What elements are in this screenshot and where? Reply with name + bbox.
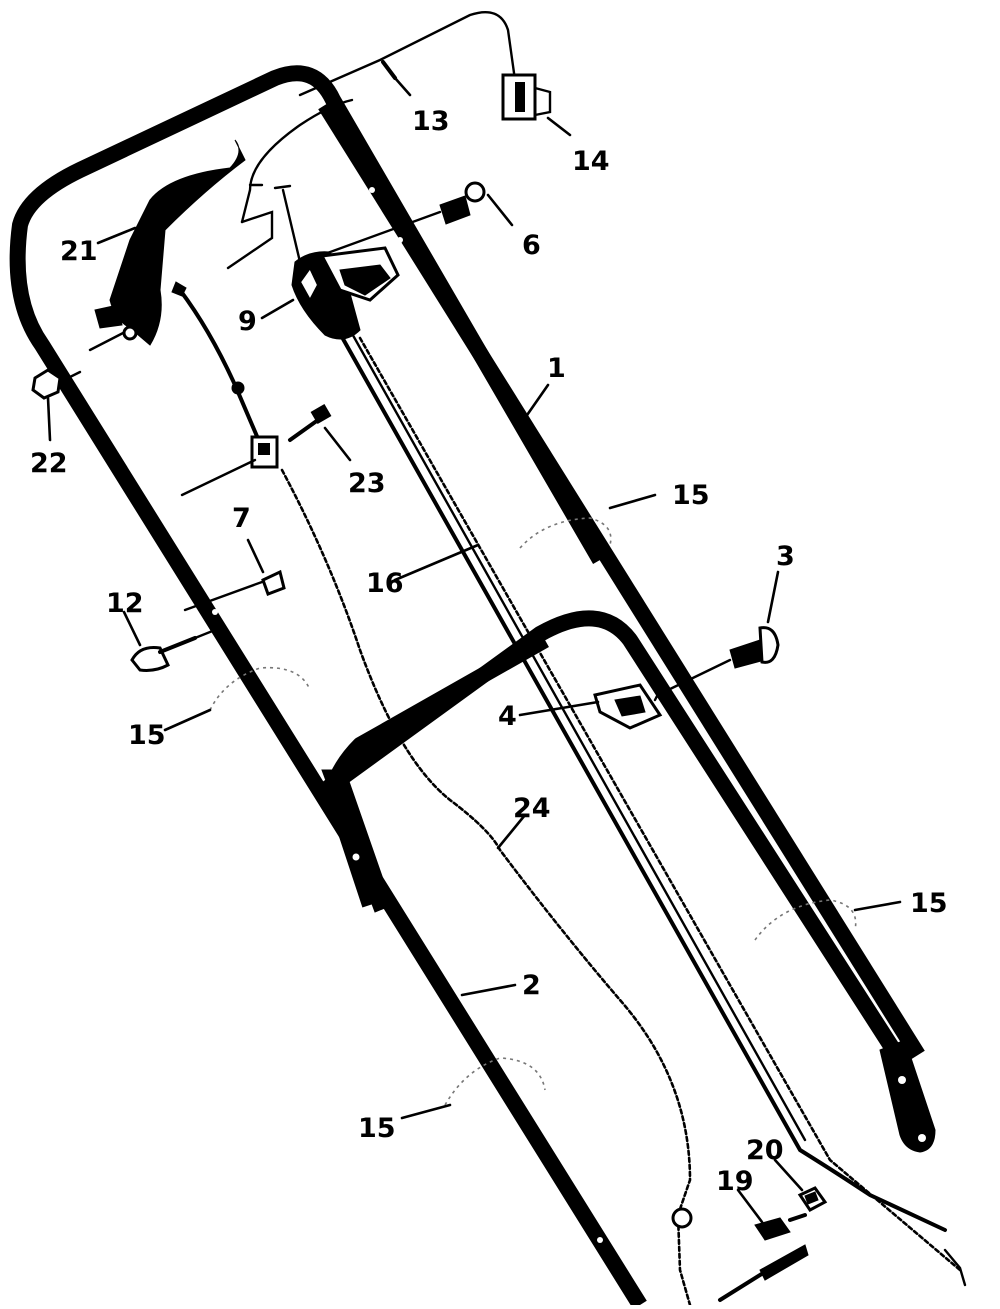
callout-15-upper: 15 xyxy=(672,480,710,511)
bail-pivot-line xyxy=(88,330,127,352)
leader-23 xyxy=(323,426,352,462)
frame-hole xyxy=(397,237,403,243)
frame-hole xyxy=(455,339,461,345)
upper-handle-right-tube xyxy=(318,100,925,1060)
housing-tab xyxy=(226,210,274,270)
leader-15d xyxy=(400,1103,452,1120)
end-plate-hole-upper xyxy=(898,1076,906,1084)
frame-hole xyxy=(597,1237,603,1243)
callout-24: 24 xyxy=(513,793,551,824)
clamp-hole xyxy=(352,853,360,861)
cable-adjuster xyxy=(797,1186,828,1212)
leader-1 xyxy=(523,383,550,420)
bracket-screw xyxy=(288,403,332,442)
control-bail xyxy=(109,139,246,346)
control-housing-outline xyxy=(240,98,354,224)
cable-clip xyxy=(501,73,552,121)
callout-1: 1 xyxy=(547,353,566,384)
leader-24 xyxy=(496,813,527,850)
lower-handle-clamp xyxy=(321,769,393,913)
drive-cable-tail xyxy=(943,1248,967,1287)
lever-pin-line xyxy=(281,188,302,264)
lower-handle-frame xyxy=(320,610,907,1065)
hex-nut xyxy=(31,368,82,400)
callout-23: 23 xyxy=(348,468,386,499)
bail-end-block xyxy=(94,304,123,329)
bail-pivot-pin xyxy=(122,325,138,341)
callout-19: 19 xyxy=(716,1166,754,1197)
cable-tie-mark xyxy=(381,60,397,80)
end-plate-hole-lower xyxy=(918,1134,926,1142)
bail-edge xyxy=(150,228,158,292)
leader-4 xyxy=(518,700,600,717)
callout-9: 9 xyxy=(238,306,257,337)
callout-16: 16 xyxy=(366,568,404,599)
callout-20: 20 xyxy=(746,1135,784,1166)
frame-hole xyxy=(482,387,488,393)
leader-22 xyxy=(46,396,52,442)
control-lever xyxy=(291,246,400,340)
rod-ball xyxy=(231,381,245,395)
callout-12: 12 xyxy=(106,588,144,619)
frame-nut xyxy=(183,569,286,612)
knob-ghost-lower-right xyxy=(754,899,857,941)
engine-cable xyxy=(280,468,692,1307)
callout-21: 21 xyxy=(60,236,98,267)
leader-16 xyxy=(393,543,480,582)
cable-end-fitting xyxy=(671,1207,693,1229)
leader-7 xyxy=(246,538,265,574)
frame-hole xyxy=(369,187,375,193)
control-cable xyxy=(298,10,517,97)
frame-hole xyxy=(212,609,218,615)
lower-spring xyxy=(718,1244,809,1302)
cable-guide xyxy=(593,683,663,730)
leader-14 xyxy=(546,116,572,137)
callout-3: 3 xyxy=(776,541,795,572)
callout-15-bottom: 15 xyxy=(358,1113,396,1144)
callout-4: 4 xyxy=(498,701,517,732)
callout-14: 14 xyxy=(572,146,610,177)
callout-6: 6 xyxy=(522,230,541,261)
wing-knob xyxy=(130,626,222,672)
leader-3 xyxy=(766,570,780,624)
lower-handle-bolt xyxy=(666,626,780,692)
leader-15c xyxy=(853,900,902,912)
leader-2 xyxy=(460,983,517,997)
leader-19 xyxy=(736,1188,764,1224)
frame-hole xyxy=(187,557,193,563)
frame-hole xyxy=(509,433,515,439)
bracket-leader-line xyxy=(180,458,257,497)
callout-15-left: 15 xyxy=(128,720,166,751)
drive-control-rod-inner xyxy=(348,328,807,1142)
throttle-rod xyxy=(178,288,267,457)
drive-cable-dashed xyxy=(358,336,962,1272)
leader-15a xyxy=(608,493,657,510)
leader-15b xyxy=(163,708,212,732)
frame-hole xyxy=(157,507,163,513)
leader-12 xyxy=(122,610,142,647)
throttle-rod-tip xyxy=(171,281,187,297)
callout-22: 22 xyxy=(30,448,68,479)
cable-bracket-clip xyxy=(258,443,270,455)
callout-2: 2 xyxy=(522,970,541,1001)
upper-handle-end-plate xyxy=(879,1039,936,1153)
lever-pin-head xyxy=(273,184,292,190)
leader-6 xyxy=(486,193,514,227)
frame-hole xyxy=(95,407,101,413)
callout-7: 7 xyxy=(232,503,251,534)
knob-ghost-bottom xyxy=(444,1057,546,1106)
spring-fitting xyxy=(754,1213,807,1241)
leader-20 xyxy=(773,1158,804,1192)
leader-13 xyxy=(393,76,412,97)
leader-21 xyxy=(96,226,137,245)
handle-bolt xyxy=(320,181,486,257)
upper-handle-frame xyxy=(9,65,647,1309)
callout-15-lower-right: 15 xyxy=(910,888,948,919)
knob-ghost-upper-right xyxy=(519,517,612,549)
leader-9 xyxy=(260,298,295,320)
callout-13: 13 xyxy=(412,106,450,137)
